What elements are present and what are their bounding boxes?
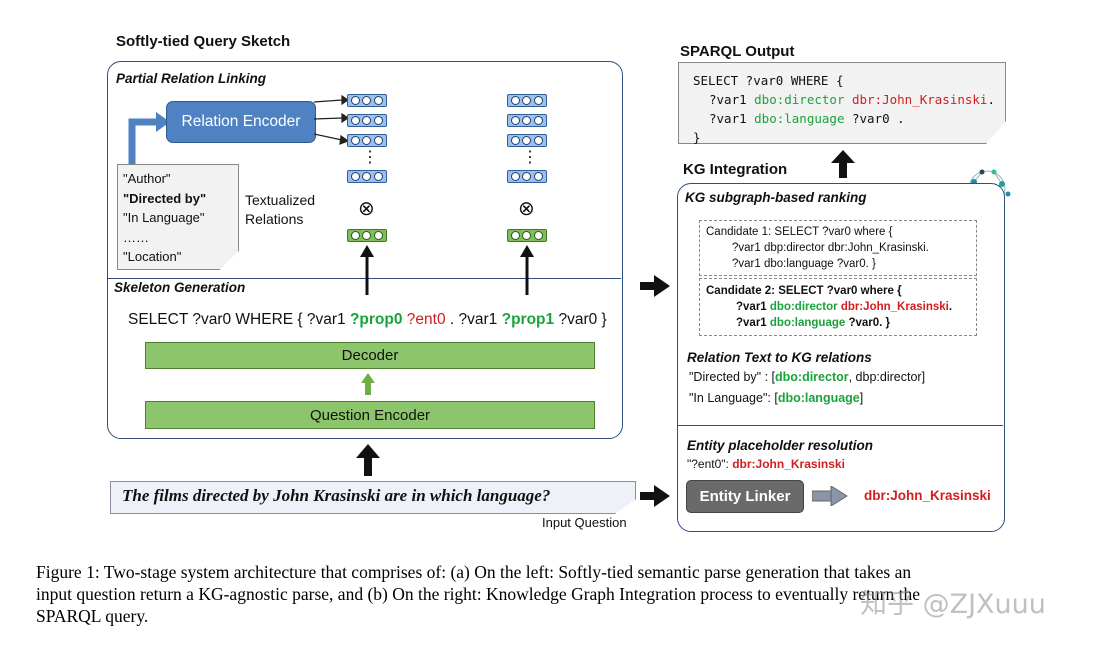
up-arrow-icon [360, 245, 374, 295]
relation-ellipsis: …… [123, 229, 149, 245]
relation-vector [507, 114, 547, 127]
input-question-text: The films directed by John Krasinski are… [122, 486, 551, 505]
ent0-placeholder: ?ent0 [402, 311, 446, 328]
up-arrow-icon [520, 245, 534, 295]
right-arrow-icon [640, 275, 670, 297]
prop-query-vector [507, 229, 547, 242]
candidate-1-box [699, 220, 977, 276]
encoder-output-arrows [314, 94, 350, 145]
partial-linking-label: Partial Relation Linking [116, 71, 267, 86]
relation-in-language: "In Language" [123, 210, 205, 225]
relation-location: "Location" [123, 249, 182, 264]
textualized-relations-label: Textualized Relations [245, 192, 316, 227]
input-question-label: Input Question [542, 515, 627, 530]
relation-map-in-language: "In Language": [dbo:language] [689, 391, 864, 405]
relation-map-directed-by: "Directed by" : [dbo:director, dbp:direc… [689, 370, 926, 384]
right-arrow-icon [640, 485, 670, 507]
relation-vector [507, 170, 547, 183]
relation-author: "Author" [123, 171, 171, 186]
prop0-placeholder: ?prop0 [349, 311, 403, 328]
relation-vector [347, 94, 387, 107]
kg-panel-divider [678, 425, 1003, 426]
kg-integration-panel [677, 183, 1005, 532]
skeleton-query: SELECT ?var0 WHERE { ?var1 ?prop0 ?ent0 … [128, 311, 607, 328]
prop1-placeholder: ?prop1 [501, 311, 555, 328]
relations-document [117, 164, 239, 270]
sparql-output-document [678, 62, 1006, 144]
panel-divider [108, 278, 621, 279]
up-arrow-icon [356, 444, 380, 476]
sparql-query-text: SELECT ?var0 WHERE { ?var1 dbo:director … [693, 73, 995, 145]
question-encoder-block: Question Encoder [145, 401, 595, 429]
candidate-2-text: Candidate 2: SELECT ?var0 where { ?var1 … [706, 285, 953, 329]
otimes-icon: ⊗ [518, 198, 535, 220]
entity-result: dbr:John_Krasinski [864, 488, 991, 503]
candidate-1-text: Candidate 1: SELECT ?var0 where { ?var1 … [706, 226, 929, 270]
vertical-dots: ⋮ [522, 149, 538, 166]
right-arrow-icon [812, 486, 848, 506]
query-sketch-title: Softly-tied Query Sketch [116, 33, 291, 50]
entity-linker-block: Entity Linker [686, 480, 804, 513]
entity-map: "?ent0": dbr:John_Krasinski [687, 457, 845, 471]
candidate-2-box [699, 278, 977, 336]
prop-query-vector [347, 229, 387, 242]
decoder-block: Decoder [145, 342, 595, 369]
entity-placeholder-label: Entity placeholder resolution [687, 438, 874, 453]
question-document [110, 481, 636, 514]
relation-vector [507, 94, 547, 107]
relation-text-label: Relation Text to KG relations [687, 350, 872, 365]
up-arrow-icon [831, 150, 855, 178]
relation-vector [347, 134, 387, 147]
bent-arrow-icon [128, 112, 170, 166]
relation-vector [347, 170, 387, 183]
vertical-dots: ⋮ [362, 149, 378, 166]
relation-vector [347, 114, 387, 127]
skeleton-generation-label: Skeleton Generation [114, 280, 246, 295]
sparql-output-title: SPARQL Output [680, 43, 795, 60]
up-arrow-icon [361, 373, 375, 395]
watermark: 知乎 @ZJXuuu [860, 589, 1046, 620]
relation-directed-by: "Directed by" [123, 190, 207, 206]
figure-caption: Figure 1: Two-stage system architecture … [36, 562, 920, 626]
relation-vector [507, 134, 547, 147]
relations-list: "Author" "Directed by" "In Language" …… … [123, 169, 206, 267]
kg-ranking-label: KG subgraph-based ranking [685, 190, 867, 205]
otimes-icon: ⊗ [358, 198, 375, 220]
relation-encoder: Relation Encoder [166, 101, 316, 143]
kg-integration-title: KG Integration [683, 161, 788, 178]
